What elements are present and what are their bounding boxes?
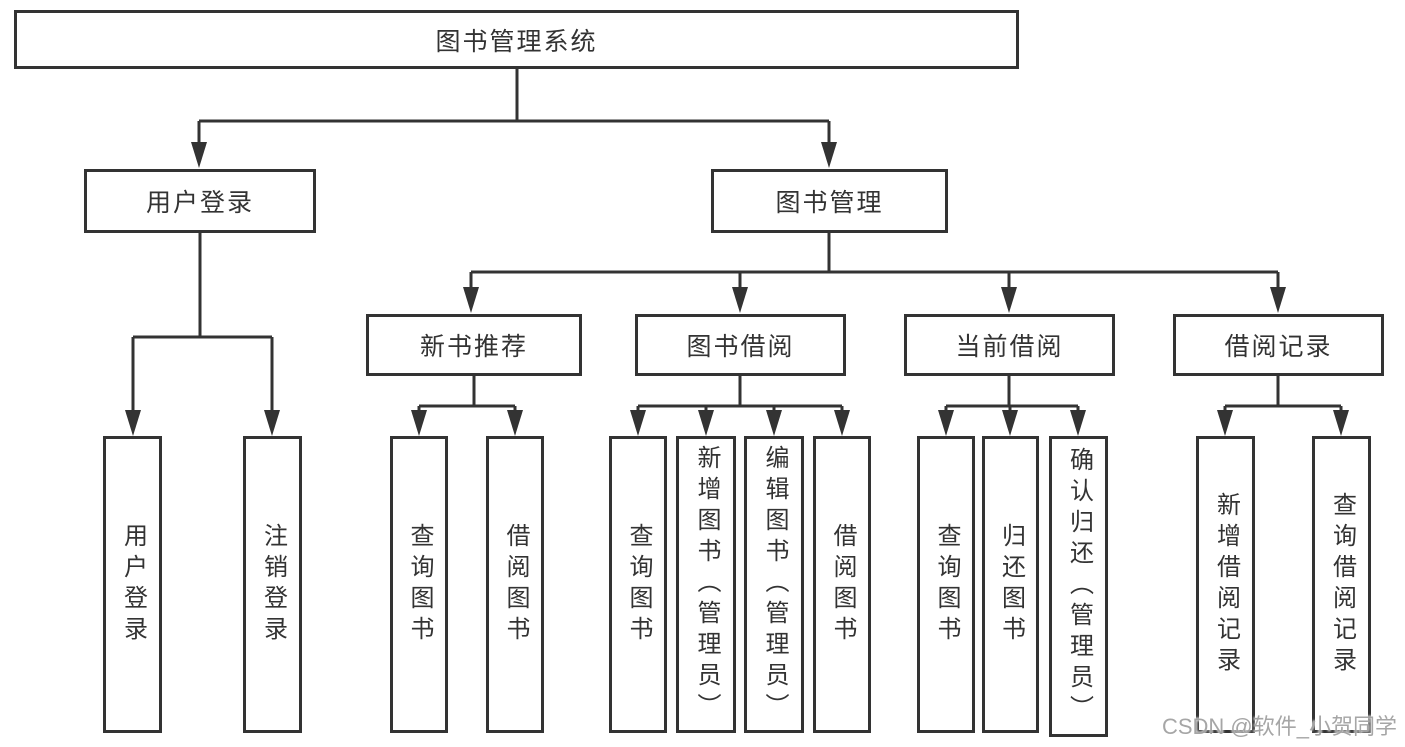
- leaf-borrow-book-label: 借阅图书: [829, 522, 856, 647]
- leaf-borrow-query-label: 查询图书: [625, 522, 652, 647]
- node-root-system: 图书管理系统: [14, 10, 1019, 69]
- leaf-current-query-label: 查询图书: [933, 522, 960, 647]
- leaf-current-return-label: 归还图书: [997, 522, 1025, 647]
- leaf-logout-label: 注销登录: [259, 522, 287, 647]
- leaf-current-confirm-admin: 确认归还（管理员）: [1049, 436, 1108, 737]
- leaf-records-query-label: 查询借阅记录: [1328, 491, 1356, 678]
- node-current-borrowing-label: 当前借阅: [955, 333, 1064, 361]
- leaf-current-confirm-admin-label: 确认归还（管理员）: [1065, 447, 1093, 726]
- leaf-records-add-label: 新增借阅记录: [1212, 491, 1240, 678]
- node-book-management-label: 图书管理: [775, 189, 884, 217]
- leaf-borrow-query: 查询图书: [609, 436, 667, 733]
- node-root-label: 图书管理系统: [435, 27, 598, 56]
- node-new-book-recommend: 新书推荐: [366, 314, 582, 376]
- csdn-watermark: CSDN @软件_小贺同学: [1161, 714, 1397, 739]
- leaf-current-return: 归还图书: [982, 436, 1039, 733]
- leaf-borrow-edit-admin: 编辑图书（管理员）: [744, 436, 804, 733]
- leaf-borrow-book: 借阅图书: [813, 436, 871, 733]
- connector-rails: [131, 69, 1343, 416]
- node-user-login: 用户登录: [84, 169, 316, 233]
- node-user-login-label: 用户登录: [145, 189, 254, 217]
- leaf-newbooks-borrow: 借阅图书: [486, 436, 544, 733]
- node-borrow-records: 借阅记录: [1173, 314, 1384, 376]
- leaf-borrow-add-admin-label: 新增图书（管理员）: [693, 445, 720, 724]
- leaf-newbooks-query-label: 查询图书: [406, 522, 433, 647]
- node-book-borrowing-label: 图书借阅: [686, 333, 795, 361]
- leaf-borrow-add-admin: 新增图书（管理员）: [676, 436, 736, 733]
- leaf-records-add: 新增借阅记录: [1196, 436, 1255, 733]
- node-new-book-recommend-label: 新书推荐: [419, 333, 528, 361]
- leaf-newbooks-borrow-label: 借阅图书: [502, 522, 529, 647]
- leaf-user-login: 用户登录: [103, 436, 162, 733]
- leaf-newbooks-query: 查询图书: [390, 436, 448, 733]
- node-book-borrowing: 图书借阅: [635, 314, 846, 376]
- leaf-logout: 注销登录: [243, 436, 302, 733]
- leaf-user-login-label: 用户登录: [119, 522, 147, 647]
- node-current-borrowing: 当前借阅: [904, 314, 1115, 376]
- node-book-management: 图书管理: [711, 169, 948, 233]
- arrowheads: [125, 142, 1349, 436]
- leaf-current-query: 查询图书: [917, 436, 975, 733]
- leaf-borrow-edit-admin-label: 编辑图书（管理员）: [761, 445, 788, 724]
- node-borrow-records-label: 借阅记录: [1224, 333, 1333, 361]
- leaf-records-query: 查询借阅记录: [1312, 436, 1371, 733]
